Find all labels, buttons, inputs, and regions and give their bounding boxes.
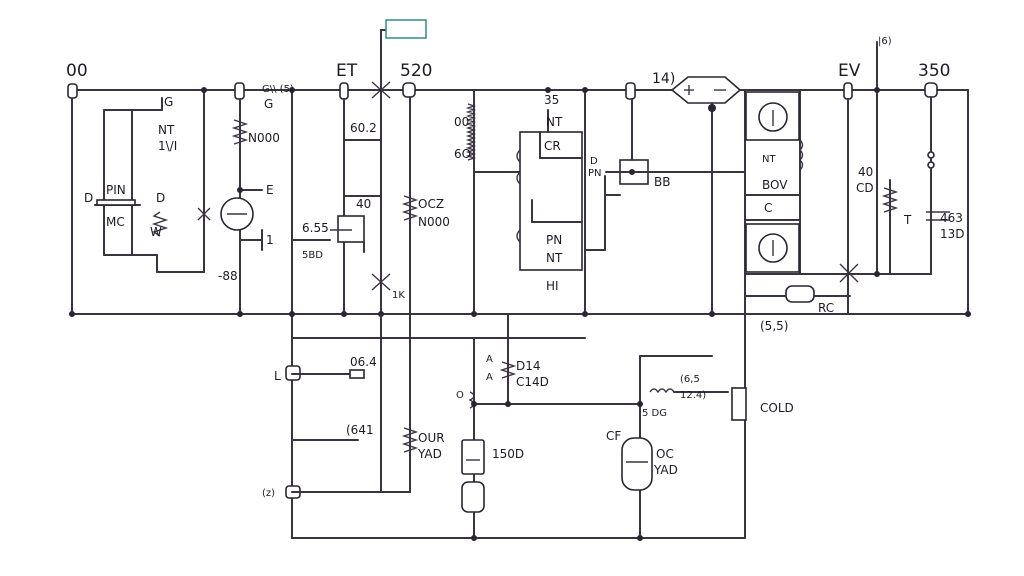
diamond-component bbox=[670, 76, 742, 317]
label-bb: BB bbox=[654, 175, 670, 189]
label-c14d: C14D bbox=[516, 375, 549, 389]
label-nt-ic: NT bbox=[546, 115, 563, 129]
tag-box bbox=[385, 19, 427, 39]
label-a: A bbox=[486, 354, 493, 365]
label-6-5: (6,5 bbox=[680, 374, 700, 385]
label-mc: MC bbox=[106, 215, 125, 229]
label-pn-small: PN bbox=[588, 168, 602, 179]
label-d-ic: D bbox=[590, 156, 598, 167]
label-oc: OC bbox=[656, 447, 674, 461]
label-n000-b: N000 bbox=[418, 215, 450, 229]
label-yad: YAD bbox=[417, 447, 442, 461]
main-wiring bbox=[71, 89, 969, 539]
label-cf: CF bbox=[606, 429, 621, 443]
label-a2: A bbox=[486, 372, 493, 383]
label-pn: PN bbox=[546, 233, 562, 247]
label-00-ic: 00 bbox=[454, 115, 469, 129]
label-cold: COLD bbox=[760, 401, 794, 415]
label-14: 14) bbox=[652, 71, 675, 87]
label-1m: 1\/I bbox=[158, 139, 177, 153]
right-section bbox=[843, 41, 971, 317]
label-bov: BOV bbox=[762, 178, 788, 192]
label-d2: D bbox=[156, 191, 165, 205]
label-our: OUR bbox=[418, 431, 445, 445]
label-150d: 150D bbox=[492, 447, 524, 461]
label-00-top: 00 bbox=[66, 61, 88, 81]
label-o: O bbox=[456, 390, 464, 401]
left-section bbox=[67, 83, 211, 317]
labels: 00 ET 520 14) EV 350 |6) G G\\ (5) G NT … bbox=[66, 36, 965, 499]
label-350: 350 bbox=[918, 61, 950, 81]
label-463: 463 bbox=[940, 211, 963, 225]
motor-column bbox=[220, 82, 263, 317]
label-12-4: 12.4) bbox=[680, 390, 706, 401]
label-c-box: C bbox=[764, 201, 772, 215]
label-1: 1 bbox=[266, 233, 274, 247]
label-rc: RC bbox=[818, 301, 834, 315]
label-d14: D14 bbox=[516, 359, 541, 373]
label-g2: G bbox=[264, 97, 273, 111]
label-ocz: OCZ bbox=[418, 197, 444, 211]
label-z: (z) bbox=[262, 488, 275, 499]
label-et: ET bbox=[336, 61, 358, 81]
lower-section bbox=[285, 313, 747, 541]
label-60-2: 60.2 bbox=[350, 121, 377, 135]
label-hi: HI bbox=[546, 279, 559, 293]
right-boxes bbox=[744, 89, 881, 315]
label-5dg: 5 DG bbox=[642, 408, 667, 419]
label-w: W bbox=[150, 225, 162, 239]
label-520: 520 bbox=[400, 61, 432, 81]
label-35: 35 bbox=[544, 93, 559, 107]
label-nt-ic2: NT bbox=[546, 251, 563, 265]
label-88: -88 bbox=[218, 269, 238, 283]
label-t: T bbox=[903, 213, 912, 227]
label-5-5: (5,5) bbox=[760, 319, 788, 333]
label-l: L bbox=[274, 369, 281, 383]
label-g1: G bbox=[164, 95, 173, 109]
label-641: (641 bbox=[346, 423, 374, 437]
label-40: 40 bbox=[356, 197, 371, 211]
ic-section bbox=[465, 82, 746, 317]
label-yad2: YAD bbox=[653, 463, 678, 477]
label-40c: 40 bbox=[858, 165, 873, 179]
label-06-4: 06.4 bbox=[350, 355, 377, 369]
label-ev: EV bbox=[838, 61, 861, 81]
label-nt-box: NT bbox=[762, 154, 776, 165]
label-n000: N000 bbox=[248, 131, 280, 145]
label-6-top: |6) bbox=[878, 36, 892, 47]
label-pin: PIN bbox=[106, 183, 126, 197]
label-6o: 6O bbox=[454, 147, 471, 161]
label-e: E bbox=[266, 183, 274, 197]
label-nt-left: NT bbox=[158, 123, 175, 137]
label-6-55: 6.55 bbox=[302, 221, 329, 235]
label-cr: CR bbox=[544, 139, 561, 153]
label-cd: CD bbox=[856, 181, 874, 195]
label-5bd: 5BD bbox=[302, 250, 323, 261]
label-13d: 13D bbox=[940, 227, 965, 241]
label-d1: D bbox=[84, 191, 93, 205]
et-section bbox=[289, 19, 427, 317]
label-1k: 1K bbox=[392, 290, 405, 301]
label-switch-top: G\\ (5) bbox=[262, 84, 294, 95]
